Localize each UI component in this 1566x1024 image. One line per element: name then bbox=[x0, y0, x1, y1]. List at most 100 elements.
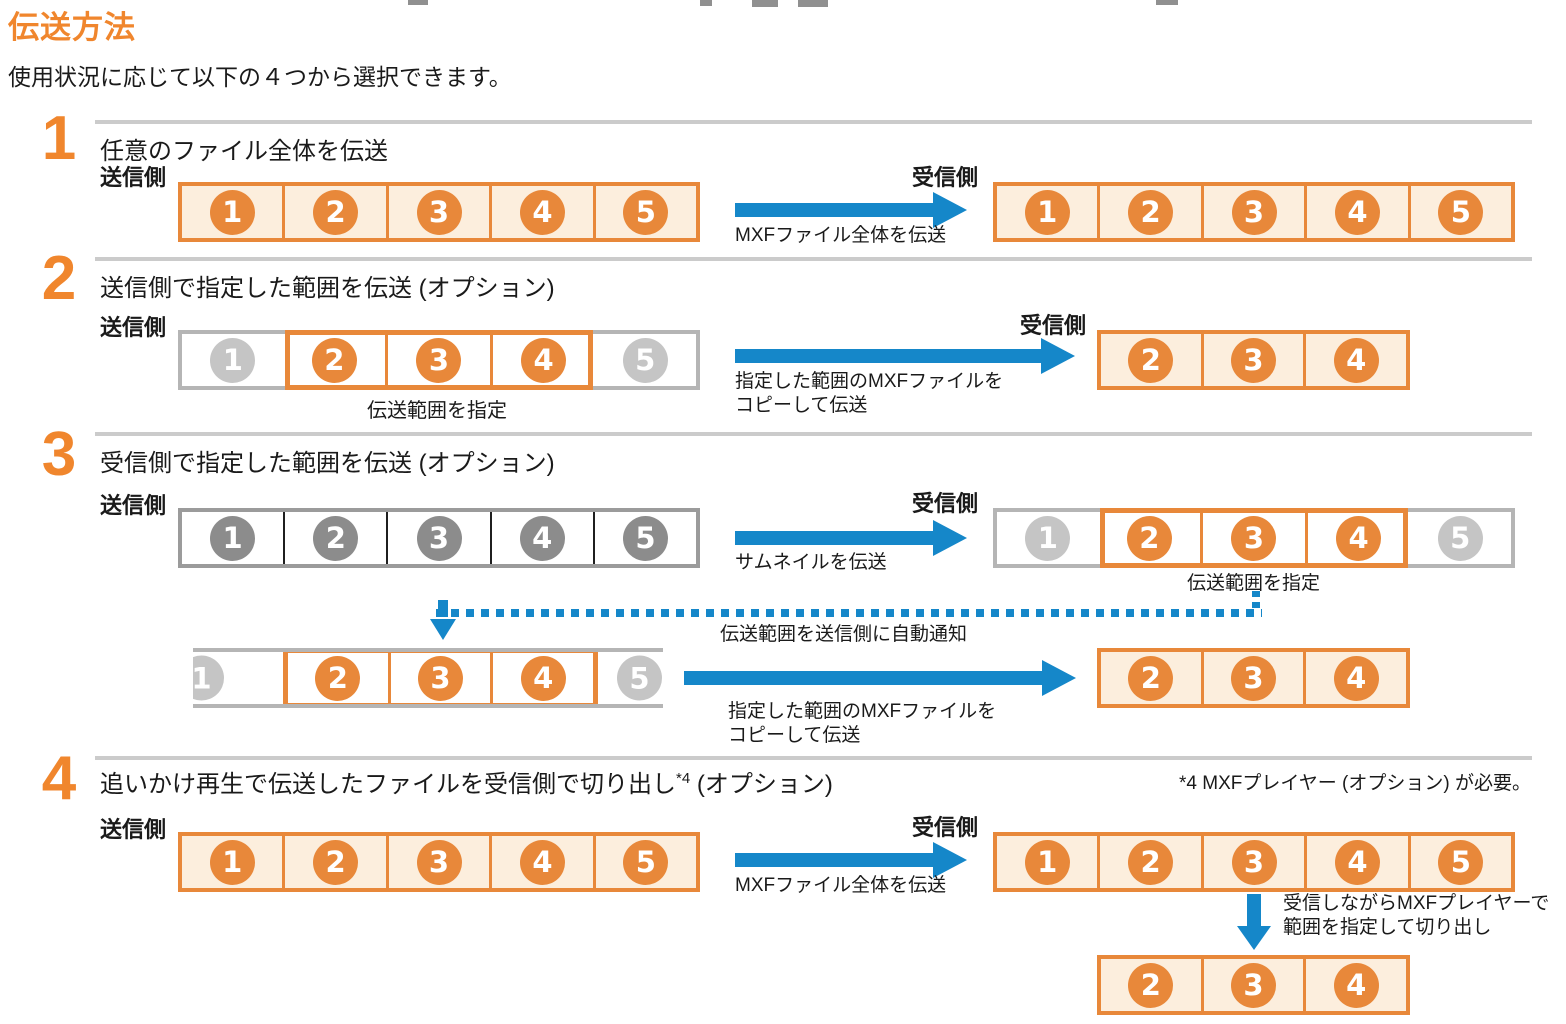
segment-number-2: 2 bbox=[313, 189, 359, 235]
segment-number-2: 2 bbox=[315, 655, 361, 701]
page-title: 伝送方法 bbox=[8, 10, 136, 45]
segment-number-1: 1 bbox=[209, 839, 255, 885]
segment-number-2: 2 bbox=[1128, 337, 1174, 383]
segment-number-5: 5 bbox=[1438, 839, 1484, 885]
transfer-arrow bbox=[735, 842, 967, 878]
cut-caption-line: 受信しながらMXFプレイヤーで bbox=[1283, 893, 1550, 914]
transfer-arrow bbox=[684, 660, 1076, 696]
section-heading-text: (オプション) bbox=[690, 771, 833, 798]
cut-down-arrow bbox=[1237, 894, 1271, 950]
segment-number-1: 1 bbox=[210, 337, 256, 383]
file-segment: 1 bbox=[997, 512, 1099, 564]
file-segment: 5 bbox=[596, 186, 696, 238]
segment-number-3: 3 bbox=[1231, 189, 1277, 235]
file-segment: 5 bbox=[594, 334, 696, 386]
footnote-marker: *4 bbox=[676, 770, 691, 787]
segment-number-4: 4 bbox=[521, 337, 567, 383]
file-segment: 5 bbox=[1409, 512, 1511, 564]
section-heading: 送信側で指定した範囲を伝送 (オプション) bbox=[100, 275, 555, 302]
notify-dotted-line bbox=[436, 609, 1262, 617]
file-segment: 1 bbox=[182, 836, 286, 888]
file-segment: 4 bbox=[1306, 652, 1406, 704]
file-segment: 3 bbox=[1204, 652, 1307, 704]
receiver-file-bar-2: 2 3 4 bbox=[1097, 330, 1410, 390]
file-segment: 2 bbox=[285, 186, 389, 238]
notify-down-arrow bbox=[430, 600, 456, 640]
section-number: 2 bbox=[41, 244, 77, 313]
file-segment: 5 bbox=[596, 836, 696, 888]
file-segment: 2 bbox=[1101, 959, 1204, 1011]
notify-dotted-stub bbox=[1252, 591, 1260, 608]
section-number: 4 bbox=[41, 744, 77, 813]
section-heading: 追いかけ再生で伝送したファイルを受信側で切り出し*4 (オプション) bbox=[100, 764, 833, 799]
segment-number-4: 4 bbox=[519, 189, 565, 235]
segment-number-2: 2 bbox=[1128, 839, 1174, 885]
file-segment: 1 bbox=[182, 186, 286, 238]
segment-number-3: 3 bbox=[1231, 962, 1276, 1008]
file-segment: 2 bbox=[285, 836, 389, 888]
segment-number-1: 1 bbox=[193, 655, 224, 701]
segment-number-3: 3 bbox=[416, 839, 462, 885]
segment-number-5: 5 bbox=[622, 515, 668, 561]
sender-label: 送信側 bbox=[100, 493, 167, 518]
segment-number-4: 4 bbox=[1333, 962, 1379, 1008]
file-segment: 3 bbox=[389, 836, 493, 888]
segment-number-4: 4 bbox=[1334, 189, 1380, 235]
file-segment: 2 bbox=[284, 334, 389, 386]
segment-number-3: 3 bbox=[416, 515, 462, 561]
crop-mark bbox=[752, 0, 778, 7]
file-segment: 5 bbox=[1411, 836, 1511, 888]
file-segment: 1 bbox=[182, 512, 286, 564]
section-number: 3 bbox=[41, 420, 77, 489]
file-segment: 1 bbox=[182, 334, 284, 386]
file-segment: 2 bbox=[1100, 186, 1204, 238]
sender-label: 送信側 bbox=[100, 817, 167, 842]
segment-number-5: 5 bbox=[622, 337, 668, 383]
segment-number-4: 4 bbox=[1336, 515, 1382, 561]
file-segment: 3 bbox=[388, 334, 493, 386]
segment-number-5: 5 bbox=[1437, 515, 1483, 561]
file-segment: 4 bbox=[493, 653, 593, 703]
receiver-label: 受信側 bbox=[912, 165, 979, 190]
file-segment: 4 bbox=[1307, 836, 1411, 888]
arrow-caption-line: 指定した範囲のMXFファイルを bbox=[735, 371, 1004, 392]
segment-number-4: 4 bbox=[519, 515, 565, 561]
extracted-file-bar-4: 2 3 4 bbox=[1097, 955, 1410, 1015]
segment-number-3: 3 bbox=[416, 337, 462, 383]
transfer-arrow bbox=[735, 338, 1075, 374]
segment-number-2: 2 bbox=[1128, 962, 1174, 1008]
crop-mark bbox=[700, 0, 712, 6]
section-heading: 受信側で指定した範囲を伝送 (オプション) bbox=[100, 450, 555, 477]
file-segment: 2 bbox=[288, 653, 391, 703]
file-segment: 4 bbox=[1306, 334, 1406, 386]
crop-mark bbox=[1156, 0, 1178, 5]
segment-number-5: 5 bbox=[617, 655, 662, 701]
file-segment: 2 bbox=[1099, 512, 1204, 564]
segment-number-4: 4 bbox=[1333, 337, 1379, 383]
transfer-arrow bbox=[735, 192, 967, 228]
segment-number-3: 3 bbox=[418, 655, 463, 701]
section-number: 1 bbox=[41, 104, 77, 173]
segment-number-1: 1 bbox=[1024, 839, 1070, 885]
file-segment: 5 bbox=[1411, 186, 1511, 238]
segment-number-3: 3 bbox=[1231, 337, 1276, 383]
crop-mark bbox=[408, 0, 428, 5]
section-divider bbox=[95, 257, 1532, 261]
file-segment: 2 bbox=[285, 512, 389, 564]
arrow-caption: 指定した範囲のMXFファイルを コピーして伝送 bbox=[735, 370, 1003, 418]
segment-number-3: 3 bbox=[1231, 655, 1276, 701]
file-segment: 4 bbox=[492, 512, 595, 564]
sender-label: 送信側 bbox=[100, 315, 167, 340]
file-segment: 2 bbox=[1101, 652, 1204, 704]
crop-mark bbox=[798, 0, 828, 7]
receiver-label: 受信側 bbox=[1020, 313, 1087, 338]
file-segment: 4 bbox=[492, 186, 596, 238]
